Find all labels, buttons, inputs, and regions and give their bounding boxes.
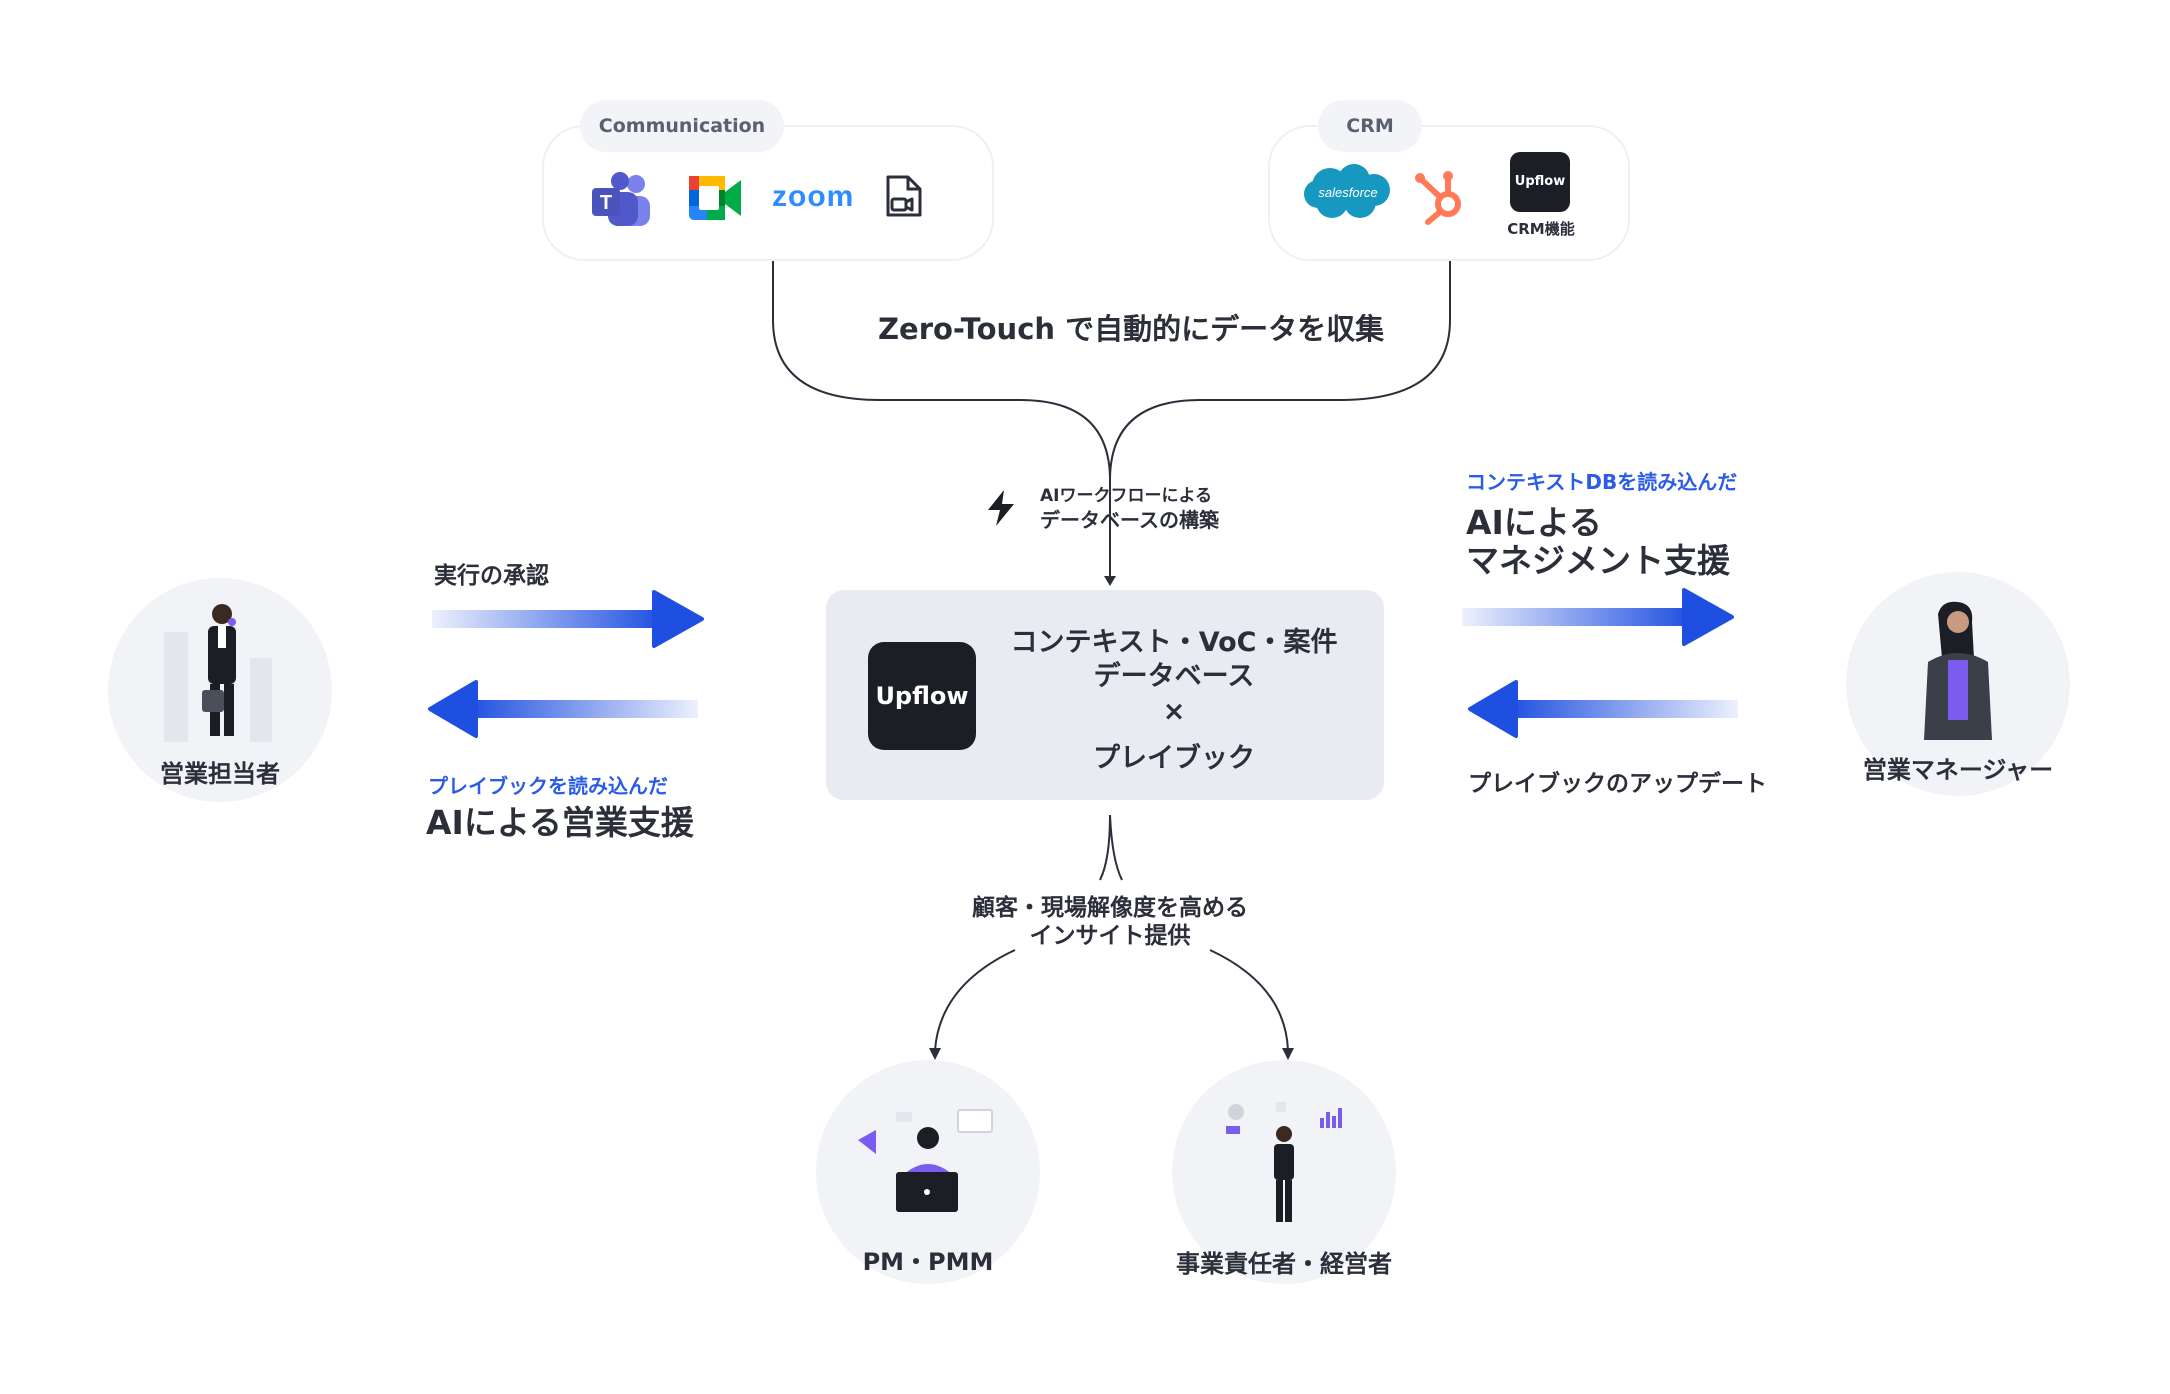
center-cross: × xyxy=(1162,696,1186,727)
pm-pmm-label: PM・PMM xyxy=(862,1248,994,1276)
insight-line1: 顧客・現場解像度を高める xyxy=(972,895,1248,921)
ai-workflow-line1: AIワークフローによる xyxy=(1040,486,1212,506)
center-line3: プレイブック xyxy=(1093,743,1255,774)
sales-manager-illustration xyxy=(1924,601,1992,740)
upflow-crm-icon: Upflow xyxy=(1510,152,1570,212)
arrow-from-manager xyxy=(1468,680,1738,738)
video-file-icon xyxy=(886,175,922,217)
context-db-loaded-label: コンテキストDBを読み込んだ xyxy=(1466,470,1738,494)
communication-label: Communication xyxy=(580,100,784,152)
salesforce-wordmark: salesforce xyxy=(1318,185,1377,200)
upflow-logo-text: Upflow xyxy=(875,682,969,710)
playbook-update-label: プレイブックのアップデート xyxy=(1468,771,1767,797)
playbook-loaded-label: プレイブックを読み込んだ xyxy=(428,774,668,798)
hubspot-icon xyxy=(1415,171,1461,225)
sales-rep-illustration xyxy=(164,604,272,742)
arrow-to-manager xyxy=(1462,588,1734,646)
upflow-crm-wordmark: Upflow xyxy=(1514,174,1566,189)
google-meet-icon xyxy=(689,176,741,220)
arrow-to-center xyxy=(432,590,704,648)
teams-icon: T xyxy=(592,172,650,226)
lightning-icon xyxy=(988,490,1014,526)
ai-management-line2: マネジメント支援 xyxy=(1466,541,1730,580)
pm-illustration xyxy=(858,1109,993,1212)
center-line2: データベース xyxy=(1093,661,1255,692)
center-line1: コンテキスト・VoC・案件 xyxy=(1010,627,1338,658)
approval-label: 実行の承認 xyxy=(434,563,549,589)
salesforce-icon: salesforce xyxy=(1304,164,1390,218)
collect-description: Zero-Touch で自動的にデータを収集 xyxy=(878,312,1385,346)
upflow-logo: Upflow xyxy=(868,642,976,750)
sales-manager-label: 営業マネージャー xyxy=(1862,756,2054,784)
executive-illustration xyxy=(1226,1102,1342,1222)
svg-text:T: T xyxy=(600,192,612,214)
ai-management-line1: AIによる xyxy=(1466,503,1602,542)
crm-label: CRM xyxy=(1318,100,1422,152)
ai-workflow-line2: データベースの構築 xyxy=(1040,508,1219,532)
crm-feature-caption: CRM機能 xyxy=(1507,220,1575,238)
zoom-wordmark: zoom xyxy=(772,180,855,213)
arrow-to-sales-rep xyxy=(428,680,698,738)
executive-label: 事業責任者・経営者 xyxy=(1176,1250,1392,1278)
insight-line2: インサイト提供 xyxy=(1029,923,1191,949)
zoom-icon: zoom xyxy=(772,180,854,214)
ai-sales-support-label: AIによる営業支援 xyxy=(426,803,694,842)
sales-rep-label: 営業担当者 xyxy=(160,760,280,788)
